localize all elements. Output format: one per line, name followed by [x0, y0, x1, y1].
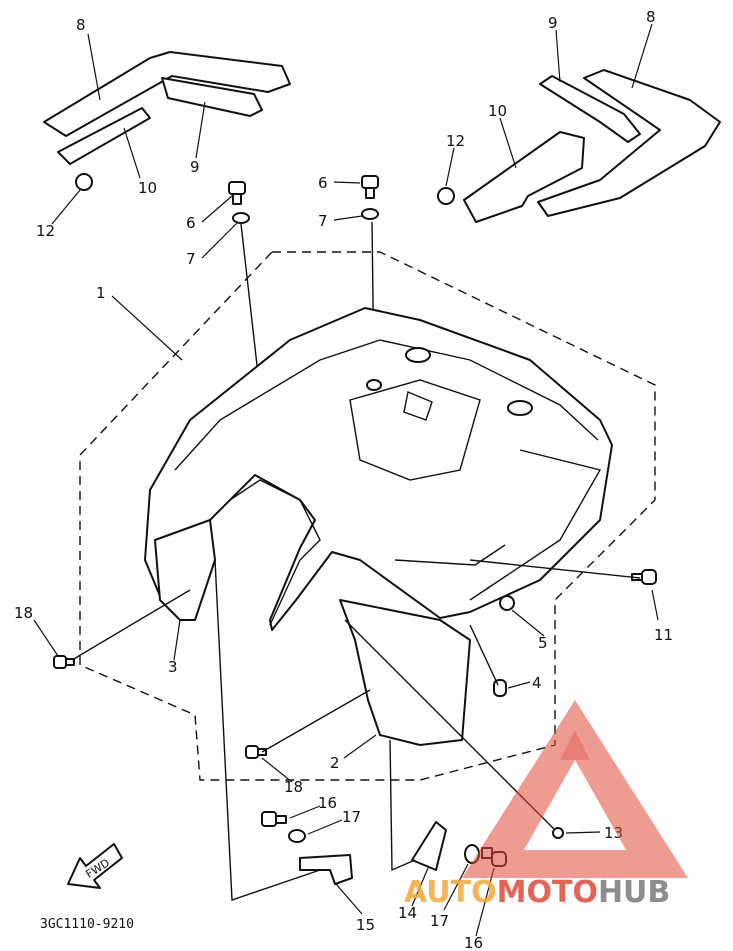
washer-17-left [288, 829, 306, 843]
callout-12-right: 12 [446, 132, 465, 150]
callout-14: 14 [398, 904, 417, 922]
watermark-text: AUTOMOTOHUB [404, 875, 670, 910]
callout-4: 4 [532, 674, 542, 692]
callout-16-left: 16 [318, 794, 337, 812]
mud-flap-2 [339, 599, 471, 746]
callout-8-left: 8 [76, 16, 86, 34]
washer-7-right [361, 208, 379, 220]
callout-16-right: 16 [464, 934, 483, 951]
callout-6-right: 6 [318, 174, 328, 192]
fender-inner-rim [174, 339, 381, 471]
leader-lines [33, 23, 659, 937]
drawing-code: 3GC1110-9210 [40, 917, 134, 932]
callout-11: 11 [654, 626, 673, 644]
callout-12-left: 12 [36, 222, 55, 240]
callout-6-left: 6 [186, 214, 196, 232]
side-bracket-8-right [537, 69, 721, 217]
callout-8-right: 8 [646, 8, 656, 26]
bolt-6-left [228, 181, 246, 205]
grommet-b [507, 400, 533, 416]
stay-9-right [539, 75, 641, 143]
bracket-set-left [43, 51, 291, 191]
assembly-boundary [79, 251, 656, 781]
callout-7-right: 7 [318, 212, 328, 230]
callout-1: 1 [96, 284, 106, 302]
callout-9-right: 9 [548, 14, 558, 32]
plug-4 [493, 679, 507, 697]
side-guard-3 [154, 519, 216, 621]
guide-11 [469, 559, 641, 579]
fender-outer [144, 307, 613, 631]
screw-11 [631, 569, 657, 585]
plate-10-right [463, 131, 585, 223]
inner-tunnel [229, 479, 321, 626]
screw-18-left [53, 655, 75, 669]
callout-labels: 8 9 10 12 6 7 6 7 9 8 10 12 1 3 18 11 5 … [14, 8, 673, 951]
callout-10-right: 10 [488, 102, 507, 120]
grommet-5 [499, 595, 515, 611]
bolt-16-left [261, 811, 287, 827]
callout-7-left: 7 [186, 250, 196, 268]
forward-direction-arrow: FWD [67, 843, 123, 889]
callout-15: 15 [356, 916, 375, 934]
bracket-set-right [437, 69, 721, 223]
seat-mount-recess [349, 379, 481, 481]
guide-14 [389, 739, 416, 872]
callout-18-bottom: 18 [284, 778, 303, 796]
watermark-logo: AUTOMOTOHUB [404, 700, 688, 910]
callout-10-left: 10 [138, 179, 157, 197]
callout-5: 5 [538, 634, 548, 652]
fender-lower-edge [394, 544, 506, 566]
guide-15 [214, 559, 321, 901]
guide-18-left [71, 589, 191, 661]
bolt-6-right [361, 175, 379, 199]
callout-2: 2 [330, 754, 340, 772]
fender-side-flank [469, 449, 602, 601]
callout-18-left: 18 [14, 604, 33, 622]
callout-17-left: 17 [342, 808, 361, 826]
rear-fender-1 [144, 307, 613, 631]
stay-9-left [161, 77, 263, 117]
grommet-a [405, 347, 431, 363]
plate-10-left [57, 107, 151, 165]
guide-4 [469, 624, 499, 686]
nut-12-left [75, 173, 93, 191]
stay-15 [299, 854, 353, 885]
mount-hole [366, 379, 382, 391]
callout-9-left: 9 [190, 158, 200, 176]
nut-13 [552, 827, 564, 839]
bracket-14 [411, 821, 447, 871]
side-bracket-8-left [43, 51, 291, 137]
nut-12-right [437, 187, 455, 205]
latch-bracket [403, 391, 433, 421]
washer-7-left [232, 212, 250, 224]
guide-18-bottom [261, 689, 371, 753]
callout-3: 3 [168, 658, 178, 676]
callout-17-right: 17 [430, 912, 449, 930]
